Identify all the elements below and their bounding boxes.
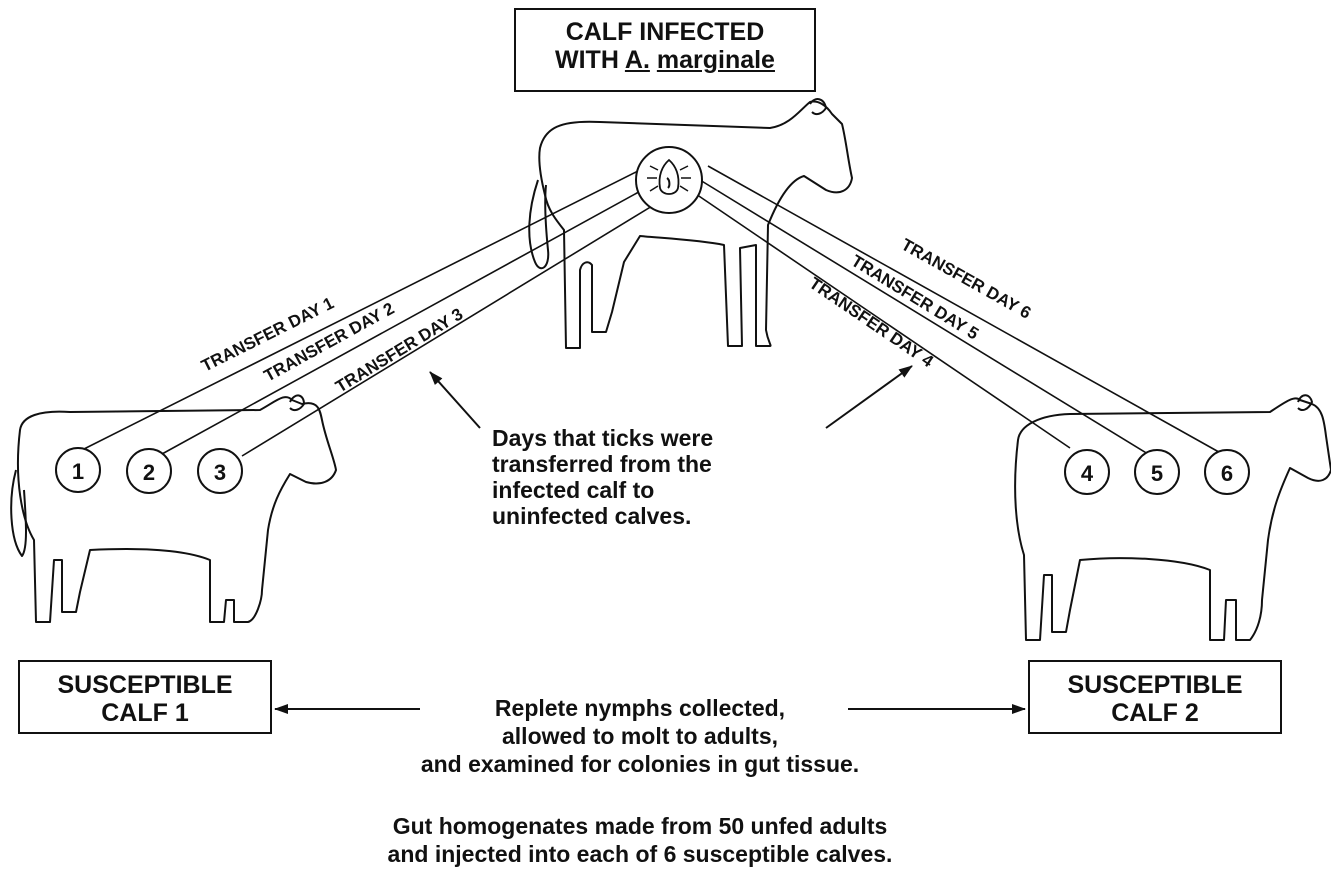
infected-calf-box: CALF INFECTED WITH A. marginale [514,8,816,92]
days-note: Days that ticks were transferred from th… [476,425,836,529]
day-number-6: 6 [1221,461,1233,486]
susceptible-calf-1-box: SUSCEPTIBLE CALF 1 [18,660,272,734]
susceptible-calf-2-outline [1015,395,1331,640]
infected-calf-outline [529,99,852,348]
days-note-arrows [430,366,912,428]
transfer-lines [78,166,1226,456]
infected-calf-pathogen: WITH A. marginale [516,46,814,74]
day-number-4: 4 [1081,461,1094,486]
day-number-3: 3 [214,460,226,485]
species-name: marginale [657,46,775,74]
gut-note: Gut homogenates made from 50 unfed adult… [290,812,990,868]
nymph-note: Replete nymphs collected, allowed to mol… [330,694,950,778]
susceptible-calf-1-outline [11,395,336,622]
infected-calf-title: CALF INFECTED [516,18,814,46]
day-number-2: 2 [143,460,155,485]
tick-icon [636,147,702,213]
transfer-label-day-1: TRANSFER DAY 1 [198,293,337,375]
day-number-1: 1 [72,459,84,484]
genus-name: A. [625,46,650,74]
susceptible-calf-2-box: SUSCEPTIBLE CALF 2 [1028,660,1282,734]
day-number-5: 5 [1151,461,1163,486]
